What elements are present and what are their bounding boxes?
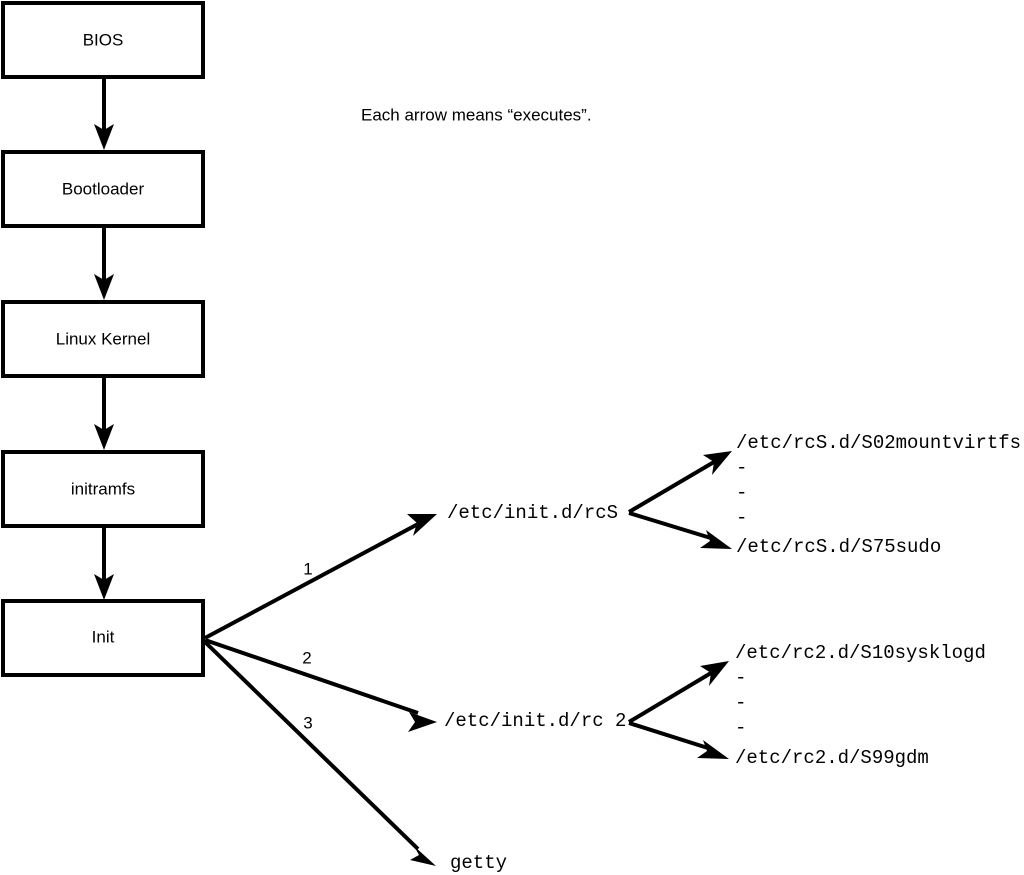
node-init-rect bbox=[1, 599, 205, 677]
label-rc2d-s99gdm: /etc/rc2.d/S99gdm bbox=[735, 747, 929, 769]
edge-init-branch-2-arrowhead bbox=[408, 712, 437, 732]
rcs-ellipsis-dash-3: - bbox=[736, 507, 747, 529]
edge-rc2-to-first-script bbox=[627, 661, 729, 724]
edge-init-branch-1-line bbox=[204, 522, 419, 640]
node-initramfs-label: initramfs bbox=[71, 479, 135, 498]
node-bootloader: Bootloader bbox=[1, 150, 205, 228]
edge-init-branch-2: 2 bbox=[204, 638, 437, 732]
edge-bios-to-bootloader bbox=[94, 77, 114, 150]
rc2-ellipsis-dash-1: - bbox=[735, 667, 746, 689]
edge-rcs-to-first-script-arrowhead bbox=[703, 451, 732, 475]
edge-rc2-to-last-script bbox=[628, 721, 729, 759]
edge-init-branch-2-number: 2 bbox=[302, 648, 311, 667]
node-linux-kernel-rect bbox=[1, 300, 205, 378]
edge-rc2-to-last-script-line bbox=[628, 721, 712, 751]
node-bios: BIOS bbox=[1, 1, 205, 79]
edge-rcs-to-last-script-line bbox=[628, 511, 715, 541]
rc2-ellipsis-dash-3: - bbox=[735, 717, 746, 739]
rc2-ellipsis-dash-2: - bbox=[735, 692, 746, 714]
edge-kernel-to-initramfs bbox=[94, 376, 114, 450]
edge-bios-to-bootloader-arrowhead bbox=[94, 124, 114, 150]
edge-rcs-to-last-script bbox=[628, 511, 732, 549]
edge-initramfs-to-init bbox=[94, 526, 114, 600]
edge-rc2-to-last-script-arrowhead bbox=[697, 740, 729, 759]
node-bios-rect bbox=[1, 1, 205, 79]
edge-rcs-to-first-script bbox=[627, 451, 732, 514]
edge-init-branch-3-arrowhead bbox=[410, 846, 436, 866]
edge-init-branch-3-number: 3 bbox=[303, 713, 312, 732]
edge-rc2-to-first-script-line bbox=[627, 671, 713, 724]
executes-note: Each arrow means “executes”. bbox=[361, 105, 592, 124]
node-init-label: Init bbox=[92, 627, 115, 646]
label-etc-initd-rcs: /etc/init.d/rcS bbox=[447, 502, 618, 524]
rcs-ellipsis-dash-1: - bbox=[736, 457, 747, 479]
edge-init-branch-3-line bbox=[203, 640, 420, 851]
edge-init-branch-1-arrowhead bbox=[407, 514, 437, 536]
edge-rcs-to-first-script-line bbox=[627, 460, 716, 514]
edge-rc2-to-first-script-arrowhead bbox=[700, 661, 729, 686]
node-bootloader-label: Bootloader bbox=[62, 179, 145, 198]
edge-kernel-to-initramfs-arrowhead bbox=[94, 424, 114, 450]
node-bios-label: BIOS bbox=[83, 30, 124, 49]
label-etc-initd-rc2: /etc/init.d/rc 2 bbox=[444, 710, 626, 732]
node-initramfs: initramfs bbox=[1, 450, 205, 528]
label-rcsd-s75sudo: /etc/rcS.d/S75sudo bbox=[736, 536, 941, 558]
node-linux-kernel: Linux Kernel bbox=[1, 300, 205, 378]
edge-init-branch-3: 3 bbox=[203, 640, 436, 866]
edge-bootloader-to-kernel-arrowhead bbox=[94, 274, 114, 300]
label-getty: getty bbox=[450, 852, 507, 874]
edge-init-branch-1: 1 bbox=[204, 514, 437, 640]
rcs-ellipsis-dash-2: - bbox=[736, 482, 747, 504]
node-bootloader-rect bbox=[1, 150, 205, 228]
edge-init-branch-1-number: 1 bbox=[303, 559, 312, 578]
edge-init-branch-2-line bbox=[204, 638, 419, 715]
node-init: Init bbox=[1, 599, 205, 677]
edge-initramfs-to-init-arrowhead bbox=[94, 574, 114, 600]
label-rc2d-s10sysklogd: /etc/rc2.d/S10sysklogd bbox=[735, 642, 986, 664]
edge-bootloader-to-kernel bbox=[94, 226, 114, 300]
edge-rcs-to-last-script-arrowhead bbox=[700, 530, 732, 549]
label-rcsd-s02mountvirtfs: /etc/rcS.d/S02mountvirtfs bbox=[736, 432, 1021, 454]
node-linux-kernel-label: Linux Kernel bbox=[56, 329, 151, 348]
